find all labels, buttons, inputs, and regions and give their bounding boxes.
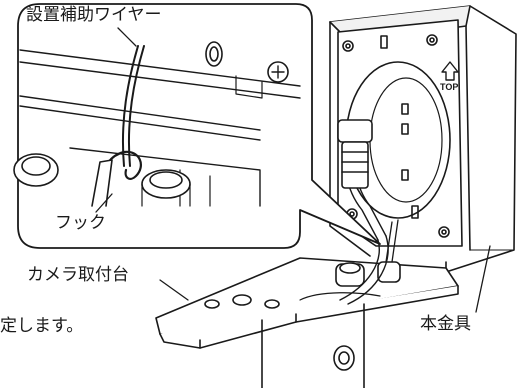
main-bracket: TOP (329, 5, 517, 273)
cut-off-sentence: 定します。 (0, 316, 84, 336)
zoom-callout (13, 3, 381, 249)
leader-lines (159, 245, 491, 313)
mounting-pole (261, 303, 365, 389)
hook-label: フック (55, 213, 106, 233)
support-wire-label: 設置補助ワイヤー (26, 5, 162, 25)
top-mark: TOP (440, 82, 458, 92)
camera-base-label: カメラ取付台 (27, 265, 129, 285)
main-bracket-label: 本金具 (420, 314, 471, 334)
up-arrow-icon (441, 61, 459, 81)
camera-mount-base (155, 219, 459, 349)
